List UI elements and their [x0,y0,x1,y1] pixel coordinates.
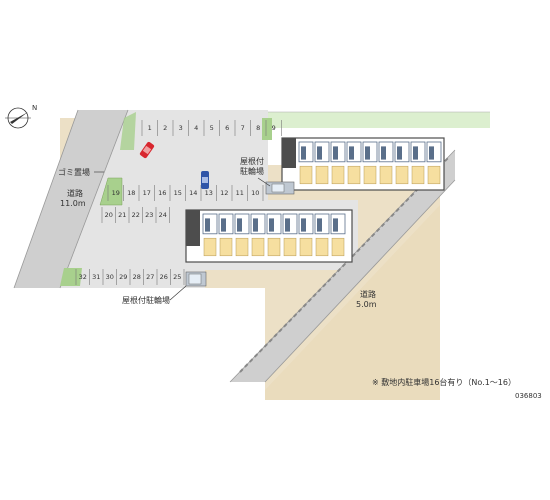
red-car [139,141,155,159]
parking-slot-27: 27 [146,273,154,281]
blue-car [201,171,209,189]
west-road [14,110,128,288]
parking-slot-24: 24 [159,211,167,219]
bike-roof-south-label: 屋根付駐輪場 [122,295,170,305]
parking-slot-20: 20 [105,211,113,219]
unit-balcony [299,237,313,257]
parking-slot-11: 11 [236,189,244,197]
parking-slot-2: 2 [163,124,167,132]
unit-balcony [331,237,345,257]
parking-slot-31: 31 [92,273,100,281]
parking-slot-18: 18 [127,189,135,197]
unit-balcony [315,165,329,185]
parking-slot-16: 16 [158,189,166,197]
parking-slot-7: 7 [241,124,245,132]
unit-balcony [299,165,313,185]
parking-slot-10: 10 [251,189,259,197]
unit-balcony [363,165,377,185]
unit-balcony [219,237,233,257]
unit-balcony [395,165,409,185]
parking-slot-30: 30 [106,273,114,281]
parking-slot-22: 22 [132,211,140,219]
parking-slot-29: 29 [119,273,127,281]
parking-slot-9: 9 [272,124,276,132]
unit-balcony [251,237,265,257]
road-east-width: 5.0m [356,300,377,309]
unit-balcony [411,165,425,185]
svg-text:N: N [32,104,37,112]
parking-note: ※ 敷地内駐車場16台有り（No.1～16） [372,377,516,387]
parking-slot-25: 25 [173,273,181,281]
parking-slot-17: 17 [143,189,151,197]
parking-slot-26: 26 [160,273,168,281]
property-code: 036803 [515,392,542,400]
parking-slot-15: 15 [174,189,182,197]
bike-roof-north-label-2: 駐輪場 [240,166,264,176]
unit-balcony [347,165,361,185]
unit-balcony [379,165,393,185]
parking-slot-6: 6 [225,124,229,132]
south-building [185,209,353,263]
parking-slot-1: 1 [148,124,152,132]
parking-slot-21: 21 [118,211,126,219]
parking-slot-19: 19 [112,189,120,197]
unit-balcony [267,237,281,257]
unit-balcony [283,237,297,257]
parking-slot-12: 12 [220,189,228,197]
parking-slot-8: 8 [256,124,260,132]
parking-slot-28: 28 [133,273,141,281]
road-east-label: 道路 [360,289,376,299]
unit-balcony [235,237,249,257]
parking-slot-5: 5 [210,124,214,132]
unit-balcony [427,165,441,185]
green-strip-north [268,112,490,128]
bike-roof-north-label-1: 屋根付 [240,156,264,166]
green-planter-west [99,177,123,206]
road-west-label: 道路 [67,188,83,198]
unit-balcony [203,237,217,257]
unit-balcony [315,237,329,257]
compass-icon: N [5,104,37,129]
parking-slot-32: 32 [79,273,87,281]
unit-balcony [331,165,345,185]
parking-slot-4: 4 [194,124,198,132]
road-west-width: 11.0m [60,199,86,208]
parking-slot-23: 23 [145,211,153,219]
garbage-label: ゴミ置場 [58,167,90,177]
parking-slot-3: 3 [179,124,183,132]
north-building [281,137,445,191]
parking-slot-13: 13 [205,189,213,197]
parking-slot-14: 14 [189,189,197,197]
